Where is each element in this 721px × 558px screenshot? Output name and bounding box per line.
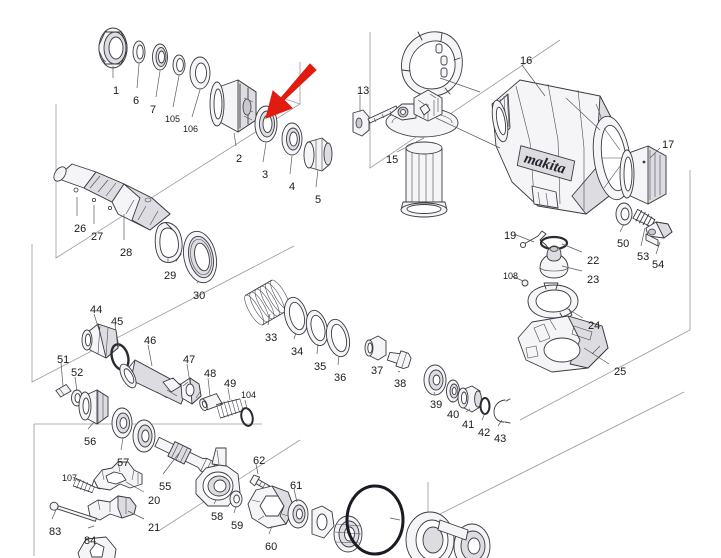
assembly-bracket-parts (49, 461, 143, 558)
part-number-label-7: 7 (150, 104, 157, 116)
part-number-label-47: 47 (183, 354, 196, 366)
part-number-label-17: 17 (662, 139, 675, 151)
part-number-label-50: 50 (617, 238, 630, 250)
part-number-label-49: 49 (224, 378, 237, 390)
assembly-mid-shaft (81, 323, 254, 427)
part-number-label-42: 42 (478, 427, 491, 439)
part-number-label-6: 6 (133, 95, 140, 107)
assembly-gear-housing-lower (195, 447, 491, 558)
part-number-label-37: 37 (371, 365, 384, 377)
assembly-chuck-seals (98, 27, 211, 90)
assembly-brush-holder-parts (615, 202, 673, 247)
part-number-label-24: 24 (588, 320, 601, 332)
part-number-label-20: 20 (148, 495, 161, 507)
part-number-label-104: 104 (241, 390, 257, 400)
part-number-label-61: 61 (290, 480, 303, 492)
part-number-label-15: 15 (386, 154, 399, 166)
part-number-label-29: 29 (164, 270, 177, 282)
part-number-label-52: 52 (71, 367, 84, 379)
part-number-label-28: 28 (120, 247, 133, 259)
assembly-small-parts-row (364, 335, 511, 424)
part-number-label-21: 21 (148, 522, 161, 534)
part-number-label-36: 36 (334, 372, 347, 384)
part-number-label-53: 53 (637, 251, 650, 263)
part-number-label-3: 3 (262, 169, 269, 181)
part-number-label-108: 108 (503, 271, 519, 281)
part-number-label-19: 19 (504, 230, 517, 242)
part-number-label-33: 33 (265, 332, 278, 344)
part-16-motor-housing: makita (491, 79, 632, 215)
part-number-label-51: 51 (57, 354, 70, 366)
part-number-label-106: 106 (183, 124, 199, 134)
part-number-label-43: 43 (494, 433, 507, 445)
part-number-label-48: 48 (204, 368, 217, 380)
part-number-label-30: 30 (193, 290, 206, 302)
assembly-armature (53, 163, 218, 284)
part-number-label-39: 39 (430, 399, 443, 411)
assembly-side-handle-15 (385, 31, 463, 218)
assembly-switch-parts (517, 230, 609, 373)
part-13-bolt (352, 105, 399, 137)
part-number-label-83: 83 (49, 526, 62, 538)
part-number-label-62: 62 (253, 455, 266, 467)
part-number-label-2: 2 (236, 153, 243, 165)
part-number-label-13: 13 (357, 85, 370, 97)
leader-lines (51, 63, 661, 535)
part-number-label-55: 55 (159, 481, 172, 493)
part-number-label-59: 59 (231, 520, 244, 532)
red-arrow-annotation (265, 63, 317, 119)
part-number-label-44: 44 (90, 304, 103, 316)
part-number-label-46: 46 (144, 335, 157, 347)
part-number-label-41: 41 (462, 419, 475, 431)
part-number-label-34: 34 (291, 346, 304, 358)
part-number-label-22: 22 (587, 255, 600, 267)
part-number-label-45: 45 (111, 316, 124, 328)
part-number-label-25: 25 (614, 366, 627, 378)
part-number-label-1: 1 (113, 85, 120, 97)
part-number-label-27: 27 (91, 231, 104, 243)
part-number-label-84: 84 (84, 535, 97, 547)
part-number-label-38: 38 (394, 378, 407, 390)
part-number-label-57: 57 (117, 457, 130, 469)
part-5-sleeve (303, 137, 333, 172)
part-number-label-40: 40 (447, 409, 460, 421)
part-number-label-5: 5 (315, 194, 322, 206)
part-17-ring (619, 145, 667, 205)
part-number-label-26: 26 (74, 223, 87, 235)
assembly-collar-2 (209, 79, 257, 133)
part-number-label-23: 23 (587, 274, 600, 286)
part-4-washer (281, 122, 303, 156)
part-number-label-4: 4 (289, 181, 296, 193)
part-number-label-58: 58 (211, 511, 224, 523)
part-number-label-107: 107 (62, 473, 78, 483)
part-number-label-105: 105 (165, 114, 181, 124)
part-number-label-16: 16 (520, 55, 533, 67)
assembly-spring-rings (244, 279, 351, 358)
part-number-label-35: 35 (314, 361, 327, 373)
part-number-label-60: 60 (265, 541, 278, 553)
part-number-label-56: 56 (84, 436, 97, 448)
part-number-label-54: 54 (652, 259, 665, 271)
